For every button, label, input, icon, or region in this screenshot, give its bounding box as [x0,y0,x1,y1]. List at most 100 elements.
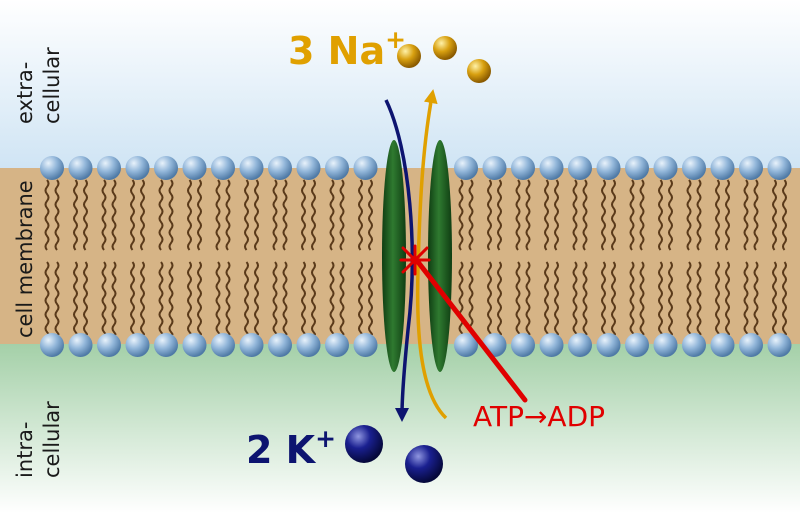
pump-protein [382,140,452,372]
potassium-path-arrow [384,99,414,422]
atp-adp-label: ATP→ADP [473,400,605,433]
lipid-head [767,333,792,357]
sodium-path-arrow [415,89,448,420]
lipid-tail [554,179,559,251]
lipid-tail [73,179,78,251]
lipid-head [325,333,349,357]
lipid-tail [244,179,249,251]
lipid-tail [468,261,474,336]
lipid-tail [329,179,335,251]
lipid-tail [101,179,107,251]
lipid-head [268,333,292,357]
lipid-head [125,156,150,180]
lipid-head [710,156,735,180]
lipid-head [653,156,678,180]
lipid-head [182,156,207,180]
lipid-tails [44,179,787,336]
lipid-head [568,156,592,180]
potassium-ions [345,425,443,483]
lipid-head [211,156,235,180]
lipid-head [568,333,592,357]
lipid-tail [254,261,259,336]
lipid-head [682,333,706,357]
sodium-charge: + [385,25,406,54]
lipid-tail [753,179,759,251]
lipid-tail [54,261,60,336]
lipid-tail [572,179,578,251]
potassium-ion [405,445,443,483]
lipid-head [239,333,264,357]
lipid-tail [368,179,373,251]
lipid-head [511,156,535,180]
lipid-head [454,333,478,357]
pump-protein-right-subunit [428,140,452,372]
lipid-head [97,156,121,180]
lipid-head [739,156,763,180]
lipid-tail [601,261,606,336]
lipid-tail [515,179,521,251]
lipid-tail [140,179,145,251]
lipid-tail [725,179,730,251]
lipid-head [596,156,621,180]
lipid-tail [487,261,492,336]
lipid-head [97,333,121,357]
lipid-head [211,333,235,357]
lipid-tail [44,261,50,336]
lipid-tail [197,179,202,251]
lipid-tail [225,261,231,336]
lipid-head [154,156,178,180]
lipid-tail [772,179,777,251]
lipid-tail [83,261,88,336]
lipid-head [182,333,207,357]
lipid-tail [44,179,50,251]
lipid-tail [525,179,531,251]
pump-protein-left-subunit [382,140,406,372]
lipid-tail [187,179,192,251]
lipid-tail [582,261,588,336]
lipid-head [710,333,735,357]
lipid-tail [715,261,720,336]
lipid-tail [544,179,549,251]
membrane-label: cell membrane [13,180,37,338]
lipid-tail [215,179,221,251]
lipid-head [539,156,564,180]
potassium-label: 2 K+ [246,424,336,472]
atp-binding-site-icon [399,244,431,276]
lipid-tail [639,261,645,336]
lipid-tail [582,179,588,251]
lipid-tail [311,179,316,251]
lipid-heads [40,156,792,357]
lipid-head [353,333,378,357]
lipid-tail [458,179,464,251]
lipid-tail [753,261,759,336]
lipid-tail [244,261,249,336]
lipid-tail [282,261,288,336]
lipid-tail [101,261,107,336]
intracellular-label-line1: intra- [13,422,37,478]
lipid-head [68,156,93,180]
lipid-tail [611,261,616,336]
lipid-tail [468,179,474,251]
lipid-head [40,156,64,180]
sodium-count: 3 Na [288,29,385,73]
lipid-head [539,333,564,357]
lipid-tail [639,179,645,251]
lipid-tail [358,179,363,251]
lipid-head [682,156,706,180]
lipid-tail [130,179,135,251]
lipid-head [325,156,349,180]
lipid-tail [111,179,117,251]
lipid-tail [601,179,606,251]
lipid-tail [629,261,635,336]
lipid-head [68,333,93,357]
lipid-tail [629,179,635,251]
lipid-tail [743,179,749,251]
lipid-head [125,333,150,357]
lipid-head [653,333,678,357]
lipid-tail [572,261,578,336]
lipid-head [268,156,292,180]
potassium-charge: + [315,424,336,453]
lipid-tail [225,179,231,251]
lipid-tail [743,261,749,336]
